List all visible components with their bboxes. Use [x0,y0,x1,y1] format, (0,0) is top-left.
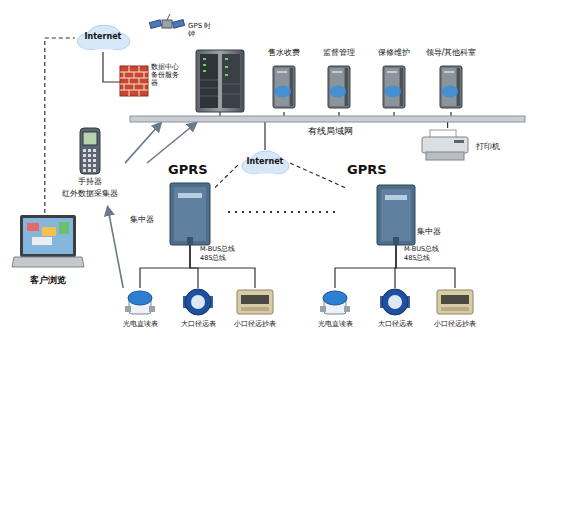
node-label: Internet [240,157,290,166]
bar-icon [130,116,525,122]
connector [103,52,120,82]
node-label: GPS 时钟 [188,22,218,38]
brick-icon [120,66,148,96]
node-label: Internet [75,32,131,41]
node-label: 售水收费 [258,48,310,57]
dashed-link [45,38,75,213]
m1-icon [183,288,213,316]
node-label: 领导/其他科室 [420,48,482,57]
dashed-link [215,163,240,188]
connector [283,112,284,116]
node-label: 手持器 [55,178,125,187]
connector [108,206,124,288]
node-label: 红外数据采集器 [55,190,125,199]
m2-icon [437,288,473,316]
water-meter: 大口径远表 [170,288,226,332]
workstation: 售水收费 [258,48,310,112]
handheld-icon [77,128,103,174]
printer-icon [420,130,470,162]
ellipsis-dots [228,211,336,213]
tower-icon [272,64,296,110]
node-label: 有线局域网 [308,126,378,136]
node-label: 数据中心备份服务器 [151,63,184,87]
concentrator: GPRS 集中器 [345,163,445,245]
connector [147,122,197,163]
bus-label: 485总线 [200,255,226,262]
tower-icon [439,64,463,110]
connector [393,112,394,116]
node-label: 集中器 [130,215,168,224]
conc-icon [377,185,415,245]
server-rack [196,50,244,112]
internet-cloud: Internet [240,150,290,176]
connector [190,245,198,288]
wire [219,112,220,116]
workstation: 领导/其他科室 [420,48,482,112]
workstation: 保修维护 [368,48,420,112]
connector [125,122,162,163]
sat-icon [150,12,184,36]
bus-label: M-BUS总线 [200,246,235,253]
water-meter: 光电直读表 [112,288,168,332]
water-meter: 小口径远抄表 [227,288,283,332]
connector [338,112,339,116]
bus-label: 485总线 [404,255,430,262]
connector [140,245,190,288]
node-label: GPRS [168,163,215,178]
m0-icon [320,288,350,316]
client-laptop: 客户浏览 [8,213,88,293]
node-label: 大口径远表 [367,320,423,328]
node-label: 光电直读表 [307,320,363,328]
workstation: 监督管理 [313,48,365,112]
m0-icon [125,288,155,316]
conc-icon [170,183,210,245]
connector [190,245,255,288]
lan-bus: 有线局域网 [130,116,525,122]
node-label: 监督管理 [313,48,365,57]
water-meter: 光电直读表 [307,288,363,332]
concentrator: GPRS 集中器 [130,163,215,245]
node-label: 客户浏览 [8,275,88,285]
backup-server: 数据中心备份服务器 [120,60,184,104]
internet-cloud: Internet [75,24,131,52]
handheld-reader: 手持器红外数据采集器 [55,128,125,206]
node-label: 小口径远抄表 [227,320,283,328]
tower-icon [327,64,351,110]
connector [396,245,455,288]
node-label: 大口径远表 [170,320,226,328]
bus-label: M-BUS总线 [404,246,439,253]
node-label: 小口径远抄表 [427,320,483,328]
laptop-icon [12,213,84,271]
connector [447,122,448,128]
tower-icon [382,64,406,110]
node-label: 打印机 [476,142,512,151]
connector [450,112,451,116]
water-meter: 大口径远表 [367,288,423,332]
m2-icon [237,288,273,316]
connector [264,122,265,150]
dashed-link [290,163,345,188]
gps-clock: GPS 时钟 [150,12,220,46]
printer: 打印机 [420,128,512,164]
connector [335,245,396,288]
node-label: 集中器 [417,227,445,236]
node-label: 光电直读表 [112,320,168,328]
node-label: 保修维护 [368,48,420,57]
water-meter: 小口径远抄表 [427,288,483,332]
m1-icon [380,288,410,316]
node-label: GPRS [347,163,394,178]
